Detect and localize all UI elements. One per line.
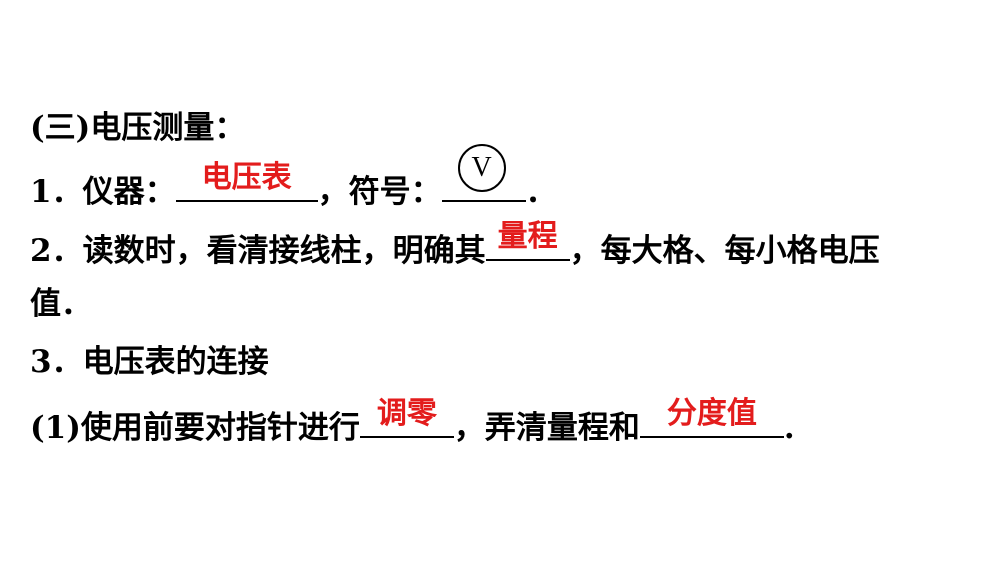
item-1-prefix: 1．仪器：: [30, 174, 176, 210]
range-answer: 量程: [497, 219, 558, 254]
range-blank: 量程: [485, 221, 570, 261]
voltmeter-symbol-icon: V: [457, 144, 506, 192]
sub-item-1-middle: ，弄清量程和: [453, 410, 640, 446]
item-3: 3．电压表的连接: [30, 344, 269, 380]
zero-answer: 调零: [376, 396, 437, 431]
item-1-end: ．: [525, 174, 557, 210]
item-2-suffix: ，每大格、每小格电压: [569, 233, 880, 269]
item-2: 2．读数时，看清接线柱，明确其量程 ，每大格、每小格电压: [30, 221, 880, 270]
division-blank: 分度值: [639, 398, 784, 438]
item-2-continuation: 值．: [30, 286, 92, 322]
sub-item-1: (1)使用前要对指针进行调零 ，弄清量程和分度值.: [30, 398, 795, 447]
sub-item-1-end: .: [783, 410, 795, 446]
item-2-prefix: 2．读数时，看清接线柱，明确其: [30, 233, 486, 269]
zero-blank: 调零: [359, 398, 454, 438]
sub-item-1-prefix: (1)使用前要对指针进行: [30, 410, 360, 446]
instrument-blank: 电压表: [175, 162, 318, 202]
symbol-blank: V: [441, 144, 526, 202]
section-title: (三)电压测量：: [30, 110, 246, 146]
division-answer: 分度值: [666, 396, 757, 431]
item-1-middle: ，符号：: [317, 174, 442, 210]
item-1: 1．仪器： 电压表 ，符号： V ．: [30, 144, 557, 210]
instrument-answer: 电压表: [201, 160, 292, 195]
